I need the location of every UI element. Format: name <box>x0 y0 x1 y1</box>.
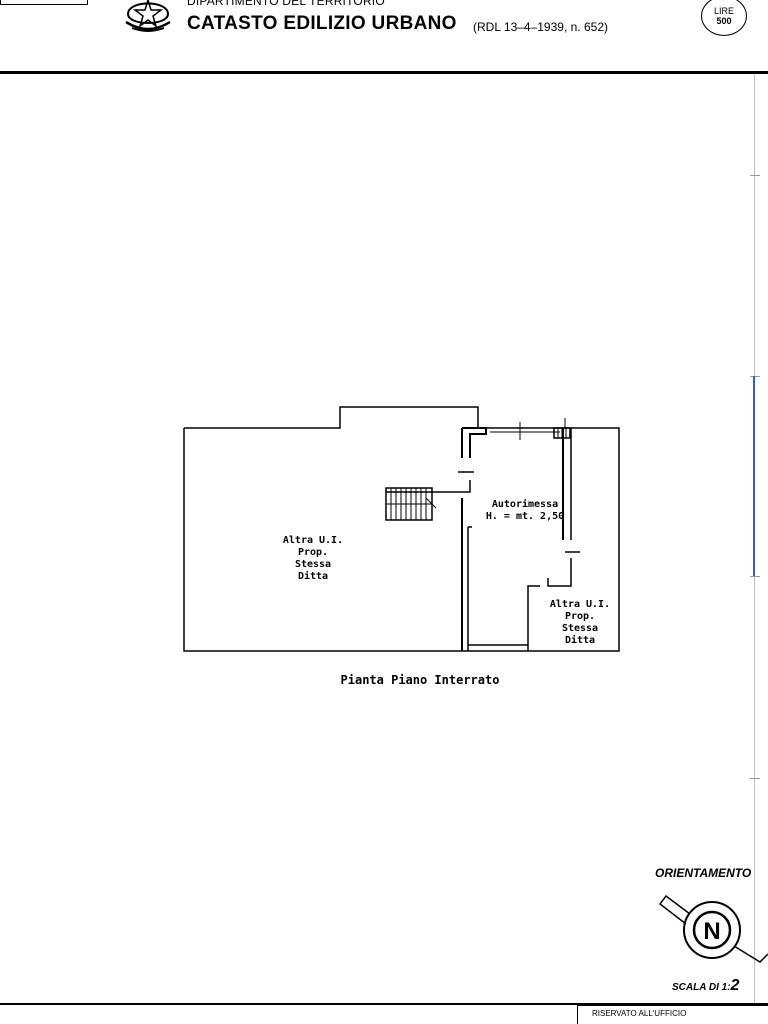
plan-door-jamb <box>462 427 487 458</box>
unit-label-line: Ditta <box>297 571 329 582</box>
stamp-value: 500 <box>716 16 732 26</box>
scale-value: 2 <box>730 977 740 994</box>
unit-label-line: Prop. <box>297 547 329 558</box>
document-title: CATASTO EDILIZIO URBANO <box>187 13 457 34</box>
scale-label: SCALA DI 1:2 <box>672 977 739 995</box>
margin-tick <box>750 576 760 577</box>
garage-label: Autorimessa H. = mt. 2,50 <box>470 499 580 523</box>
legal-reference: (RDL 13–4–1939, n. 652) <box>473 20 608 34</box>
plan-caption: Pianta Piano Interrato <box>340 673 500 687</box>
reserved-office-label: RISERVATO ALL'UFFICIO <box>592 1009 687 1018</box>
margin-tick <box>750 778 760 779</box>
scale-prefix: SCALA DI 1: <box>672 982 731 993</box>
compass-letter: N <box>703 918 720 945</box>
header-corner-box <box>0 0 88 5</box>
garage-height-label: H. = mt. 2,50 <box>485 511 565 522</box>
reserved-office-box: RISERVATO ALL'UFFICIO <box>577 1005 768 1024</box>
unit-label-left: Altra U.I. Prop. Stessa Ditta <box>273 535 353 583</box>
unit-label-line: Ditta <box>564 635 596 646</box>
unit-label-line: Stessa <box>294 559 332 570</box>
unit-label-line: Altra U.I. <box>549 599 611 610</box>
header-divider <box>0 71 768 74</box>
margin-tick <box>750 376 760 377</box>
unit-label-line: Prop. <box>564 611 596 622</box>
unit-label-line: Stessa <box>561 623 599 634</box>
orientation-label: ORIENTAMENTO <box>655 866 752 880</box>
footer-divider <box>0 1003 768 1005</box>
margin-tick <box>750 175 760 176</box>
department-name: DIPARTIMENTO DEL TERRITORIO <box>187 0 385 8</box>
stamp-currency: LIRE <box>713 6 734 16</box>
garage-label-line: Autorimessa <box>491 499 559 510</box>
unit-label-right: Altra U.I. Prop. Stessa Ditta <box>535 599 625 647</box>
north-compass-icon: N <box>658 894 768 963</box>
italian-republic-emblem-icon <box>125 0 171 32</box>
margin-blue-marker <box>753 376 755 576</box>
unit-label-line: Altra U.I. <box>282 535 344 546</box>
revenue-stamp: LIRE 500 <box>701 0 747 36</box>
